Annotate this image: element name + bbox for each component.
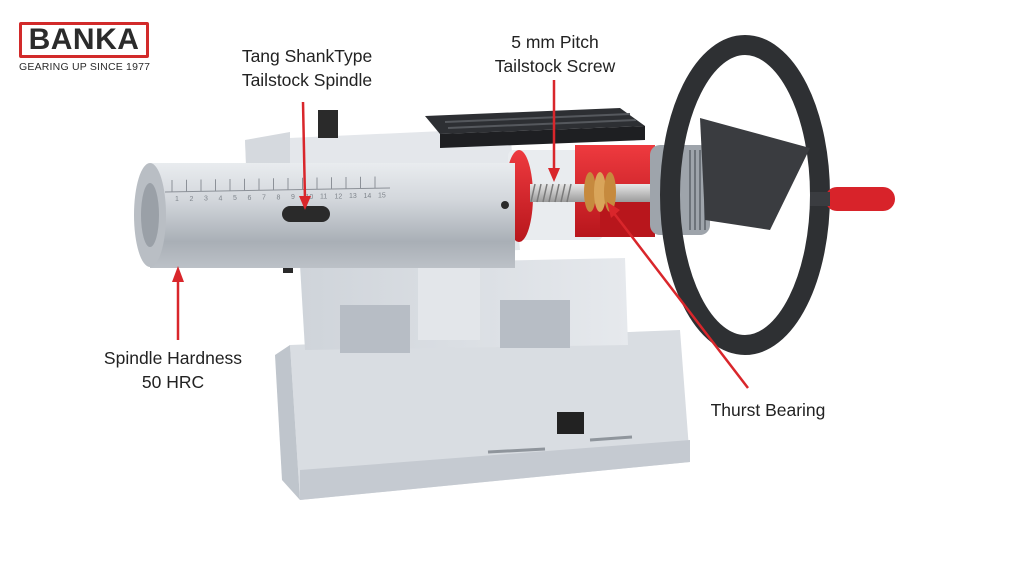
arrow-tang-shank (301, 101, 307, 201)
arrow-thrust-bearing (612, 211, 749, 389)
t-slot-table (425, 108, 645, 148)
scale-number: 8 (277, 194, 281, 201)
logo-box: BANKA (19, 22, 149, 58)
scale-number: 5 (233, 195, 237, 202)
callout-arrows (172, 80, 749, 389)
scale-number: 9 (291, 194, 295, 201)
scale-number: 4 (219, 195, 223, 202)
lead-screw (530, 172, 680, 212)
base-lower-block (275, 330, 690, 500)
arrowhead-thrust-bearing (607, 202, 620, 218)
scale-number: 13 (349, 193, 357, 200)
scale-number: 15 (378, 193, 386, 200)
scale-number: 11 (320, 194, 327, 201)
banka-logo: BANKA GEARING UP SINCE 1977 (19, 22, 159, 73)
label-pitch-screw: 5 mm Pitch Tailstock Screw (480, 30, 630, 78)
label-spindle-hardness-line2: 50 HRC (141, 372, 205, 392)
scale-number: 1 (175, 196, 179, 203)
logo-wordmark: BANKA (28, 23, 140, 56)
arrowhead-spindle-hardness (172, 266, 184, 282)
label-pitch-screw-line2: Tailstock Screw (494, 56, 616, 76)
tailstock-spindle: 123456789101112131415 (134, 163, 515, 268)
scale-number: 6 (248, 195, 252, 202)
arrowhead-pitch-screw (548, 168, 560, 182)
label-thrust-bearing: Thurst Bearing (698, 398, 838, 422)
label-thrust-bearing-line1: Thurst Bearing (710, 400, 826, 420)
scale-number: 3 (204, 196, 208, 203)
scale-number: 2 (190, 196, 194, 203)
arrowhead-tang-shank (299, 196, 311, 210)
label-tang-shank: Tang ShankType Tailstock Spindle (222, 44, 392, 92)
label-spindle-hardness-line1: Spindle Hardness (103, 348, 243, 368)
base-upper-block (300, 258, 628, 353)
handwheel-assembly (650, 35, 895, 355)
scale-number: 14 (364, 193, 372, 200)
label-pitch-screw-line1: 5 mm Pitch (511, 32, 599, 52)
label-tang-shank-line1: Tang ShankType (241, 46, 373, 66)
logo-tagline: GEARING UP SINCE 1977 (19, 61, 151, 73)
scale-number: 7 (262, 195, 266, 202)
label-tang-shank-line2: Tailstock Spindle (241, 70, 373, 90)
label-spindle-hardness: Spindle Hardness 50 HRC (88, 346, 258, 394)
scale-number: 12 (335, 193, 343, 200)
